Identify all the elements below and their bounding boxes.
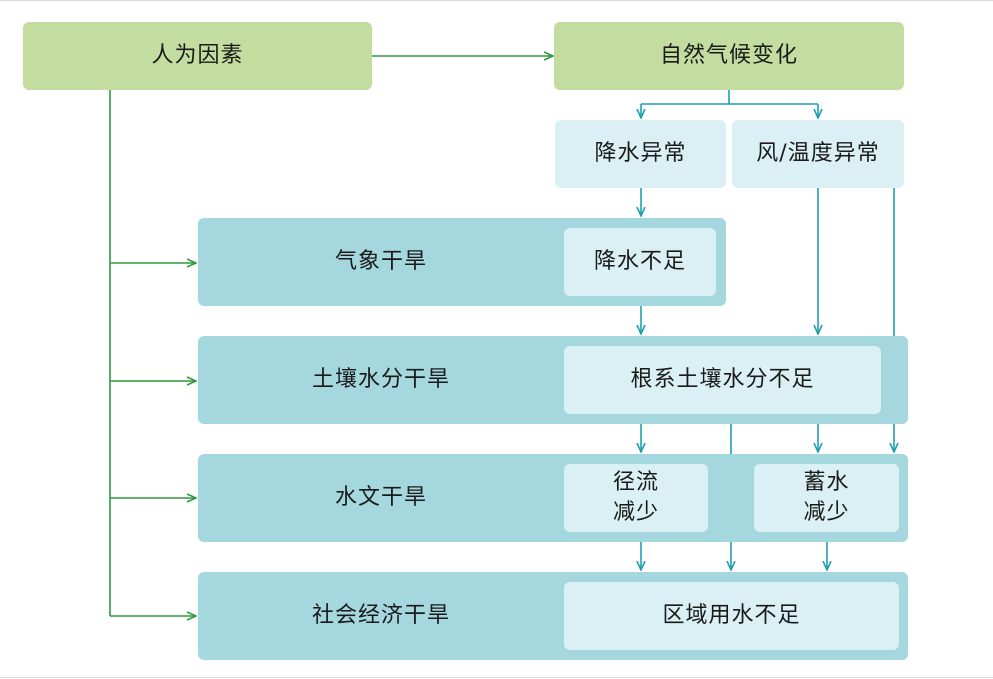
root-soil-moisture-deficit-label: 根系土壤水分不足 — [630, 367, 815, 392]
meteorological-drought-label: 气象干旱 — [334, 249, 427, 274]
root-soil-moisture-deficit-box: 根系土壤水分不足 — [564, 346, 881, 414]
runoff-decrease-line-1: 径流 — [612, 470, 659, 495]
soil-moisture-drought-band: 土壤水分干旱 根系土壤水分不足 — [198, 336, 908, 424]
human-factors-box: 人为因素 — [23, 22, 372, 90]
runoff-decrease-line-2: 减少 — [612, 500, 659, 525]
socioeconomic-drought-label: 社会经济干旱 — [311, 603, 450, 628]
hydrological-drought-band: 水文干旱 径流 减少 蓄水 减少 — [198, 454, 908, 542]
socioeconomic-drought-band: 社会经济干旱 区域用水不足 — [198, 572, 908, 660]
storage-decrease-box: 蓄水 减少 — [754, 464, 899, 532]
soil-moisture-drought-label: 土壤水分干旱 — [311, 367, 450, 392]
precip-anomaly-box: 降水异常 — [555, 120, 726, 188]
precip-deficit-box: 降水不足 — [564, 228, 716, 296]
hydrological-drought-label: 水文干旱 — [334, 485, 427, 510]
regional-water-shortage-box: 区域用水不足 — [564, 582, 899, 650]
climate-change-box: 自然气候变化 — [554, 22, 904, 90]
precip-anomaly-label: 降水异常 — [594, 141, 687, 166]
wind-temp-anomaly-label: 风/温度异常 — [756, 141, 880, 166]
meteorological-drought-band: 气象干旱 降水不足 — [198, 218, 726, 306]
human-factors-label: 人为因素 — [151, 43, 244, 68]
climate-change-label: 自然气候变化 — [659, 43, 798, 68]
runoff-decrease-box: 径流 减少 — [564, 464, 708, 532]
storage-decrease-line-2: 减少 — [803, 500, 850, 525]
wind-temp-anomaly-box: 风/温度异常 — [732, 120, 904, 188]
regional-water-shortage-label: 区域用水不足 — [662, 603, 801, 628]
precip-deficit-label: 降水不足 — [593, 249, 686, 274]
storage-decrease-line-1: 蓄水 — [803, 470, 850, 495]
climate-split-line — [641, 90, 818, 105]
